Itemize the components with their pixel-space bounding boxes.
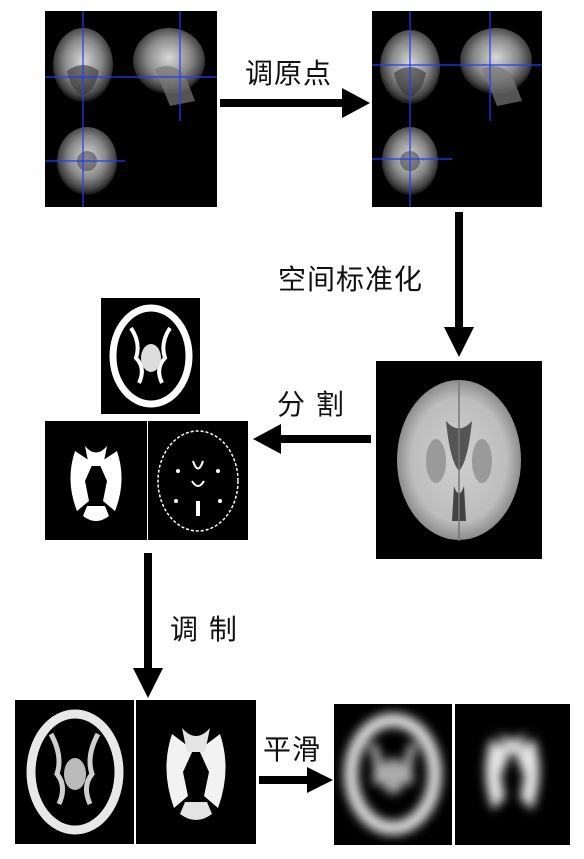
segment-gray-matter-panel [101,298,200,414]
segment-csf-panel [148,421,248,540]
step-segment-label: 分 割 [277,388,345,421]
step-smooth-label: 平滑 [263,733,322,766]
arrow-left-segment [253,424,371,454]
modulated-gray-panel [15,700,134,844]
normalized-brain-panel [376,361,542,559]
arrow-right-origin [220,88,370,118]
arrow-right-smooth [259,767,333,793]
mri-after-origin-panel [372,11,542,207]
step-normalize-label: 空间标准化 [278,263,424,296]
segment-white-matter-panel [45,421,147,540]
arrow-down-normalize [444,212,474,357]
modulated-white-panel [136,700,256,844]
mri-before-origin-panel [45,11,217,207]
step-modulate-label: 调 制 [170,613,238,646]
smoothed-white-panel [455,704,570,845]
step-origin-label: 调原点 [245,57,333,90]
smoothed-gray-panel [334,704,452,845]
arrow-down-modulate [133,553,163,698]
